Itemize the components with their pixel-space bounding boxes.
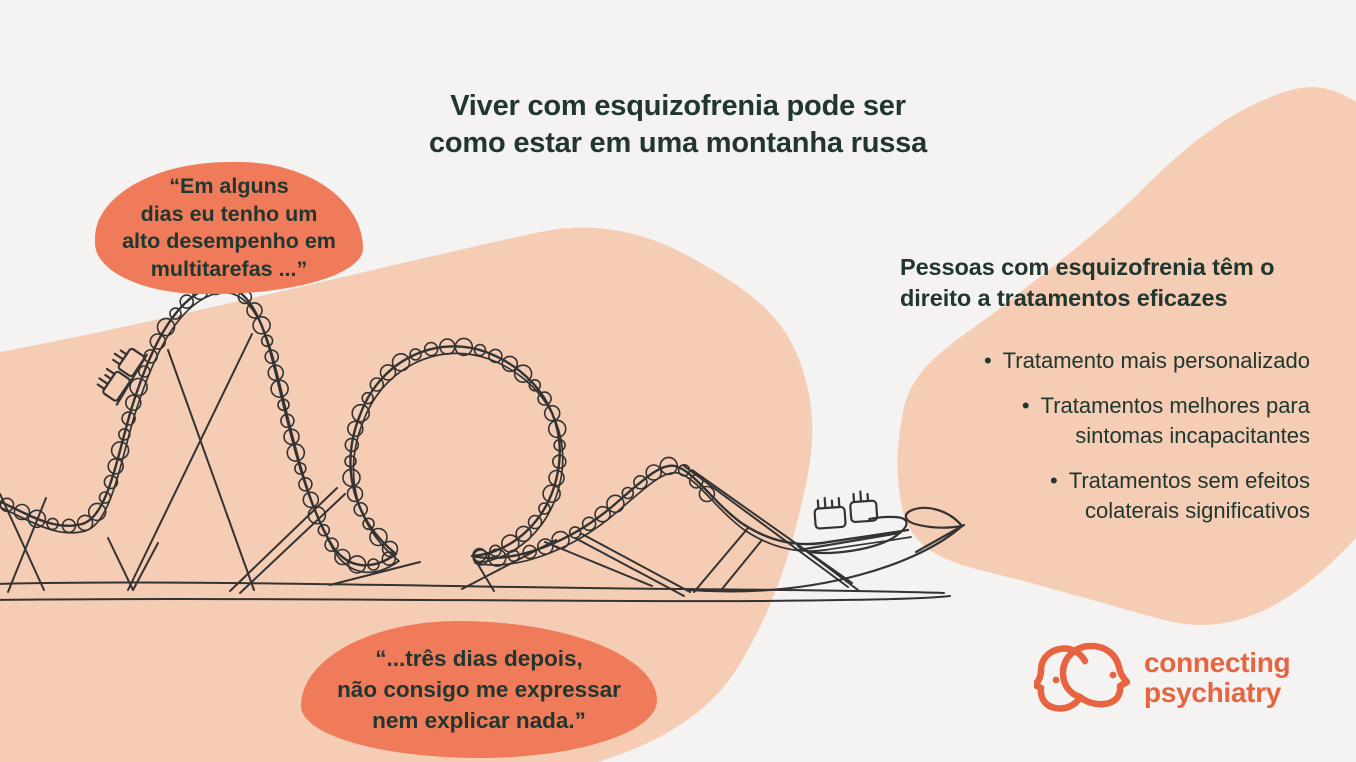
logo-line-1: connecting bbox=[1144, 647, 1291, 678]
ground-line bbox=[0, 595, 951, 603]
track-rail bbox=[0, 284, 910, 567]
rights-list: • Tratamento mais personalizado • Tratam… bbox=[900, 346, 1310, 526]
left-head-eye bbox=[1052, 676, 1060, 684]
quote-bubble-top: “Em alguns dias eu tenho um alto desempe… bbox=[95, 162, 363, 294]
quote-bottom-text: “...três dias depois, não consigo me exp… bbox=[337, 646, 621, 733]
bullet-dot: • bbox=[1021, 393, 1030, 418]
track-coil-loops bbox=[0, 276, 716, 574]
logo-line-2: psychiatry bbox=[1144, 677, 1282, 708]
page-title: Viver com esquizofrenia pode ser como es… bbox=[428, 90, 928, 159]
left-peach-blob bbox=[0, 227, 813, 762]
two-heads-icon bbox=[1034, 642, 1130, 712]
list-item: • Tratamento mais personalizado bbox=[900, 346, 1310, 376]
bullet-dot: • bbox=[983, 348, 992, 373]
bullet-text: Tratamentos melhores para sintomas incap… bbox=[1040, 393, 1310, 448]
coaster-car-climbing-icon bbox=[96, 347, 148, 406]
support-struts bbox=[0, 333, 859, 597]
bullet-text: Tratamento mais personalizado bbox=[1002, 348, 1310, 373]
track-rail-inner bbox=[0, 291, 912, 574]
bullet-dot: • bbox=[1050, 468, 1058, 493]
treatment-rights-section: Pessoas com esquizofrenia têm o direito … bbox=[900, 252, 1310, 526]
quote-bubble-bottom: “...três dias depois, não consigo me exp… bbox=[301, 621, 657, 758]
brand-logo: connecting psychiatry bbox=[1034, 640, 1291, 716]
rights-heading: Pessoas com esquizofrenia têm o direito … bbox=[900, 254, 1275, 311]
list-item: • Tratamentos sem efeitos colaterais sig… bbox=[900, 466, 1310, 526]
arrow-flourish-icon bbox=[688, 506, 966, 593]
logo-wordmark: connecting psychiatry bbox=[1144, 647, 1291, 708]
ground-line bbox=[0, 581, 945, 594]
quote-top-text: “Em alguns dias eu tenho um alto desempe… bbox=[122, 174, 336, 281]
right-peach-blob bbox=[897, 87, 1356, 625]
bullet-text: Tratamentos sem efeitos colaterais signi… bbox=[1068, 468, 1310, 523]
list-item: • Tratamentos melhores para sintomas inc… bbox=[900, 391, 1310, 451]
coaster-car-end-icon bbox=[795, 490, 908, 555]
right-head-eye bbox=[1109, 671, 1117, 679]
